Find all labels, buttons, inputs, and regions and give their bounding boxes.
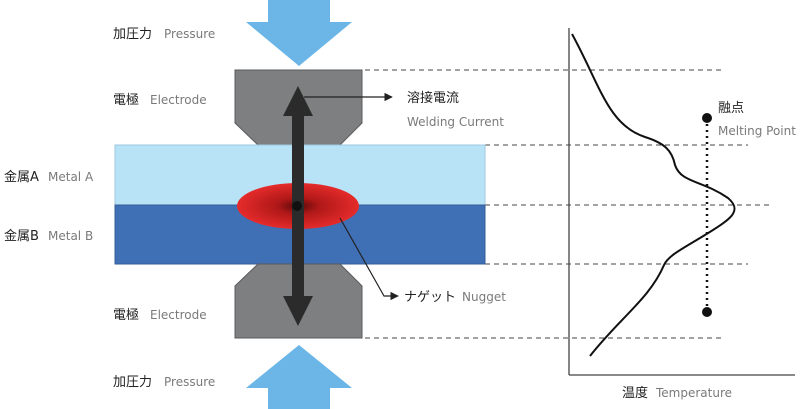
metal-b-label-en: Metal B [48,229,93,243]
pressure-down-arrow [246,0,352,66]
electrode-top-label-jp: 電極 [113,92,139,108]
nugget-leader [339,217,399,301]
electrode-top-label-en: Electrode [150,93,207,107]
pressure-bottom-label-jp: 加圧力 [113,375,152,390]
nugget-center-dot [292,201,302,211]
temperature-label-en: Temperature [655,386,732,400]
pressure-up-arrow [246,345,352,409]
metal-a-label-jp: 金属A [4,169,39,185]
melting-point-dot-top [702,113,712,123]
melting-point-label-en: Melting Point [718,124,796,138]
melting-point-label-jp: 融点 [718,101,744,116]
electrode-bottom-label-jp: 電極 [113,307,139,323]
metal-a-label-en: Metal A [48,170,94,184]
melting-point-dot-bottom [702,307,712,317]
pressure-bottom-label-en: Pressure [164,375,215,389]
temperature-curve [571,33,736,357]
electrode-bottom-label-en: Electrode [150,308,207,322]
temperature-label-jp: 温度 [622,385,648,401]
current-label-en: Welding Current [407,115,504,129]
temperature-axes [568,28,795,376]
nugget-label-jp: ナゲット [404,290,456,305]
metal-b-label-jp: 金属B [4,228,39,244]
dashed-guides [365,69,770,339]
pressure-top-label-en: Pressure [164,27,215,41]
nugget-label-en: Nugget [462,290,506,304]
current-label-jp: 溶接電流 [407,90,459,106]
pressure-top-label-jp: 加圧力 [113,27,152,42]
